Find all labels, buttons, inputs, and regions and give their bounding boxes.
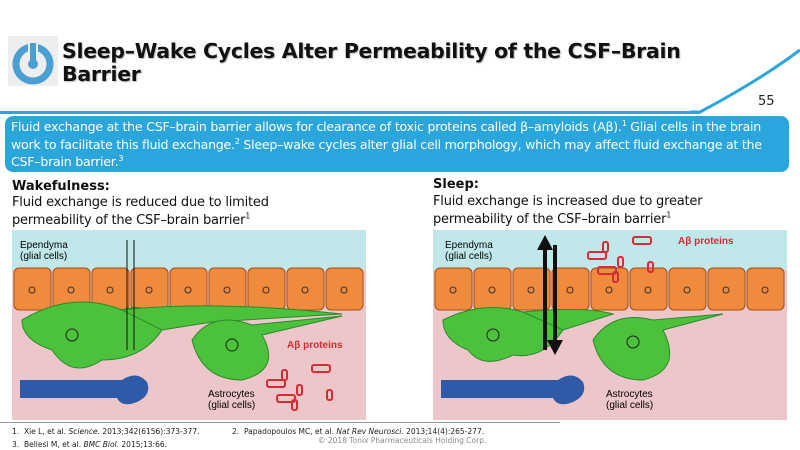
footnote-divider [0,422,560,423]
abeta-protein [597,266,617,275]
abeta-protein [296,384,303,396]
cell-nucleus [488,286,496,294]
ependymal-cell [208,267,247,311]
callout-text: Sleep–wake cycles alter glial cell morph… [11,136,762,170]
cell-nucleus [223,286,231,294]
ependymal-cell [746,267,785,311]
ref: 2 [234,136,240,146]
cell-nucleus [761,286,769,294]
callout-text: Fluid exchange at the CSF–brain barrier … [11,119,622,134]
ref: 3 [118,153,124,163]
cell-nucleus [28,286,36,294]
decorative-swoosh [690,48,800,114]
ependyma-label: Ependyma [20,240,68,251]
ependymal-cell [325,267,364,311]
cell-nucleus [722,286,730,294]
ref: 1 [666,210,672,220]
sleep-diagram-svg: Ependyma (glial cells) Astrocytes (glial… [433,230,787,420]
cell-nucleus [106,286,114,294]
abeta-protein [311,364,331,373]
page-title: Sleep–Wake Cycles Alter Permeability of … [62,39,681,86]
cell-nucleus [145,286,153,294]
reference-2: 2. Papadopoulos MC, et al. Nat Rev Neuro… [232,427,485,436]
sleep-heading: Sleep: [433,177,479,192]
reference-1: 1. Xie L, et al. Science. 2013;342(6156)… [12,427,200,436]
cell-nucleus [644,286,652,294]
ependymal-cell [512,267,551,311]
ependymal-cell [13,267,52,311]
ependymal-cell [286,267,325,311]
abeta-protein [326,389,333,401]
cell-nucleus [566,286,574,294]
divider [0,111,700,114]
ependyma-label-sub: (glial cells) [20,251,67,262]
ref: 1 [245,211,251,221]
sleep-description: Fluid exchange is increased due to great… [433,193,743,229]
ependymal-cell [551,267,590,311]
ependymal-cell [707,267,746,311]
ependymal-cell [668,267,707,311]
callout-text: Glial cells in the brain work to facilit… [11,119,762,152]
ref: 1 [621,118,627,128]
ependymal-cell [247,267,286,311]
logo-power-icon [8,36,58,86]
astrocytes-label-sub: (glial cells) [208,400,255,411]
abeta-protein [266,379,286,388]
sleep-diagram: Ependyma (glial cells) Astrocytes (glial… [433,230,787,420]
abeta-protein [632,236,652,245]
cell-nucleus [67,286,75,294]
ependymal-cell [169,267,208,311]
astrocytes-label-sub: (glial cells) [606,400,653,411]
sleep-desc-text: Fluid exchange is increased due to great… [433,194,703,227]
wake-desc-text: Fluid exchange is reduced due to limited… [12,195,269,228]
reference-3: 3. Bellesi M, et al. BMC Biol. 2015;13:6… [12,440,168,449]
cell-nucleus [605,286,613,294]
ependyma-label: Ependyma [445,240,493,251]
copyright: © 2018 Tonix Pharmaceuticals Holding Cor… [318,436,487,445]
cell-nucleus [184,286,192,294]
cell-nucleus [340,286,348,294]
abeta-label: Aβ proteins [287,340,343,351]
cell-nucleus [449,286,457,294]
abeta-proteins [587,236,654,283]
cell-nucleus [683,286,691,294]
wake-description: Fluid exchange is reduced due to limited… [12,194,322,230]
astrocytes-label: Astrocytes [208,389,255,400]
wake-diagram-svg: Ependyma (glial cells) Astrocytes (glial… [12,230,366,420]
ependymal-cell [434,267,473,311]
abeta-protein [281,369,288,381]
cell-nucleus [301,286,309,294]
abeta-proteins [266,364,333,411]
abeta-protein [617,256,624,268]
abeta-protein [276,394,296,403]
astrocytes-label: Astrocytes [606,389,653,400]
page-number: 55 [758,94,775,109]
ependymal-cell [629,267,668,311]
abeta-protein [647,261,654,273]
cell-nucleus [262,286,270,294]
cell-nucleus [527,286,535,294]
ependyma-label-sub: (glial cells) [445,251,492,262]
wake-diagram: Ependyma (glial cells) Astrocytes (glial… [12,230,366,420]
ependymal-cell [130,267,169,311]
ependymal-cell [473,267,512,311]
abeta-protein [602,241,609,253]
summary-callout: Fluid exchange at the CSF–brain barrier … [5,116,789,172]
abeta-label: Aβ proteins [678,236,734,247]
wake-heading: Wakefulness: [12,179,110,194]
abeta-protein [587,251,607,260]
